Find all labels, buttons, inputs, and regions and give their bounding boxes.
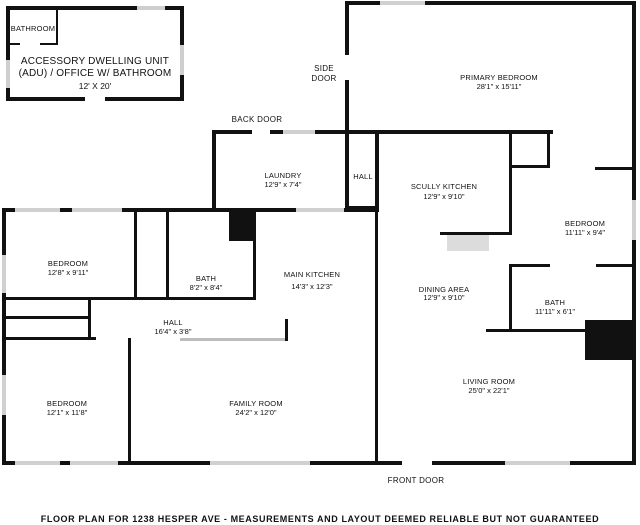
hall-lower-name: HALL [163,318,183,327]
back-door-opening [252,130,270,134]
window-family-room [210,461,310,465]
adu-title-line1: ACCESSORY DWELLING UNIT [20,56,170,67]
wall-scully-east [509,133,512,233]
wall-scully-south [440,232,512,235]
window-living-room [505,461,570,465]
wall-hall-east [375,130,379,212]
wall-hall-lower-east [285,319,288,341]
wall-primary-north [345,1,636,5]
window-kitchen [296,208,344,212]
chimney-east [585,320,636,360]
wall-bath-east-south [486,329,606,332]
adu-building [6,6,184,101]
adu-bath-wall-v [56,8,58,45]
wall-laundry-north [212,130,349,134]
window-bedroom-sw-west [2,375,6,415]
dining-area-dims: 12'9" x 9'10" [423,293,465,302]
bath-center-dims: 8'2" x 8'4" [189,283,223,292]
wall-bedroom-east-south-b [596,264,636,267]
adu-window-west [6,60,10,88]
living-room-dims: 25'0" x 22'1" [468,386,510,395]
bath-east-dims: 11'11" x 6'1" [534,307,576,316]
wall-laundry-east [345,130,349,212]
window-bedroom-sw-b [70,461,118,465]
wall-closet-sw-north [4,316,90,319]
wall-west-exterior [2,208,6,465]
hall-upper-name: HALL [353,172,373,181]
wall-bath-center-east [253,212,256,300]
front-door-opening [402,461,432,465]
chimney-block [229,211,255,241]
bedroom-east-dims: 11'11" x 9'4" [564,228,606,237]
fireplace-hearth [447,235,489,251]
wall-primary-south [345,130,553,134]
wall-bath-east-west [509,264,512,332]
adu-window-north [137,6,165,10]
wall-bedroom-nw-south [4,297,169,300]
main-kitchen-name: MAIN KITCHEN [283,270,341,279]
adu-bathroom-label: BATHROOM [10,24,56,33]
primary-bedroom-name: PRIMARY BEDROOM [460,73,538,82]
hall-lower-dims: 16'4" x 3'8" [154,327,192,336]
adu-wall-west [6,6,10,101]
bath-center-name: BATH [195,274,217,283]
wall-hall-south [345,206,379,209]
scully-kitchen-dims: 12'9" x 9'10" [423,192,465,201]
bedroom-east-name: BEDROOM [564,219,606,228]
bedroom-sw-dims: 12'1" x 11'8" [46,408,88,417]
scully-kitchen-name: SCULLY KITCHEN [410,182,478,191]
side-door-opening [345,55,349,80]
adu-dims: 12' X 20' [78,81,112,91]
window-primary-north [380,1,425,5]
wall-bath-center-corner [228,297,256,300]
back-door-label: BACK DOOR [231,115,283,124]
adu-door [85,97,105,101]
window-bedroom-nw-a [15,208,60,212]
wall-bedroom-east-north [595,167,636,170]
adu-window-east [180,45,184,75]
front-door-label: FRONT DOOR [387,476,445,485]
bath-east-name: BATH [544,298,566,307]
wall-south-exterior [2,461,636,465]
windows [2,1,636,465]
window-bedroom-east [632,200,636,240]
primary-bedroom-dims: 28'1" x 15'11" [476,82,522,91]
window-bedroom-sw-a [15,461,60,465]
wall-bath-center-south [166,297,230,300]
wall-bedroom-sw-east [128,338,131,463]
dining-area-name: DINING AREA [418,285,470,294]
side-door-label-line1: SIDE [314,64,334,73]
window-bedroom-nw-west [2,255,6,293]
bedroom-nw-dims: 12'8" x 9'11" [47,268,89,277]
adu-bath-door [20,43,40,45]
side-door-label-line2: DOOR [311,74,337,83]
laundry-dims: 12'9" x 7'4" [264,180,302,189]
wall-scully-closet [509,165,549,168]
wall-hall-lower-counter [180,338,285,341]
wall-scully-closet-east [547,133,550,168]
family-room-dims: 24'2" x 12'0" [235,408,277,417]
floor-plan-caption: FLOOR PLAN FOR 1238 HESPER AVE - MEASURE… [40,514,600,524]
window-bedroom-nw-b [72,208,122,212]
laundry-name: LAUNDRY [264,171,302,180]
wall-laundry-west [212,130,216,212]
adu-wall-north [6,6,184,10]
wall-center-spine [375,212,378,462]
adu-title-line2: (ADU) / OFFICE W/ BATHROOM [18,68,172,79]
wall-bedroom-east-south [512,264,550,267]
main-kitchen-dims: 14'3" x 12'3" [291,282,333,291]
wall-west-wing-north [2,208,379,212]
bedroom-nw-name: BEDROOM [47,259,89,268]
wall-bedroom-sw-north [4,337,96,340]
family-room-name: FAMILY ROOM [229,399,283,408]
wall-bedroom-nw-east [134,210,137,300]
living-room-name: LIVING ROOM [462,377,516,386]
bedroom-sw-name: BEDROOM [46,399,88,408]
wall-closet-east [166,210,169,300]
window-laundry [283,130,315,134]
